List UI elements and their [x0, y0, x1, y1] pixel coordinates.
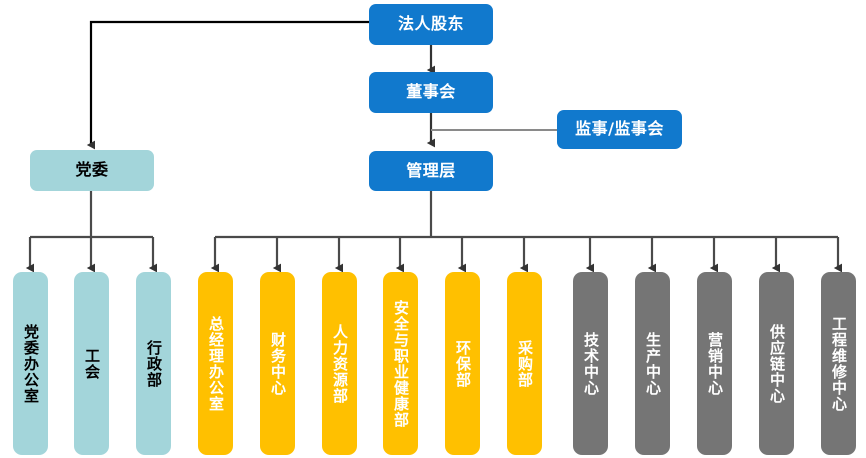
node-safety-health-dept-label: 安全与职业健康部	[392, 299, 410, 428]
node-production-center[interactable]: 生产中心	[635, 272, 670, 455]
node-admin-dept-label: 行政部	[145, 339, 163, 388]
node-board-label: 董事会	[406, 82, 456, 102]
node-party-committee[interactable]: 党委	[30, 150, 154, 191]
node-gm-office[interactable]: 总经理办公室	[198, 272, 233, 455]
node-management[interactable]: 管理层	[369, 151, 493, 191]
node-shareholder-label: 法人股东	[397, 14, 464, 34]
node-labor-union-label: 工会	[83, 347, 101, 380]
node-party-committee-label: 党委	[75, 160, 109, 180]
node-supervisor-label: 监事/监事会	[575, 119, 664, 139]
node-board[interactable]: 董事会	[369, 72, 493, 113]
node-finance-center-label: 财务中心	[269, 331, 287, 396]
node-marketing-center-label: 营销中心	[706, 331, 724, 396]
node-environment-dept[interactable]: 环保部	[445, 272, 480, 455]
node-marketing-center[interactable]: 营销中心	[697, 272, 732, 455]
node-gm-office-label: 总经理办公室	[207, 315, 225, 412]
node-labor-union[interactable]: 工会	[74, 272, 109, 455]
node-finance-center[interactable]: 财务中心	[260, 272, 295, 455]
node-technology-center-label: 技术中心	[582, 331, 600, 396]
node-management-label: 管理层	[406, 160, 456, 180]
node-production-center-label: 生产中心	[644, 331, 662, 396]
node-environment-dept-label: 环保部	[454, 339, 472, 388]
node-party-office[interactable]: 党委办公室	[13, 272, 48, 455]
node-engineering-maintenance-center-label: 工程维修中心	[830, 315, 848, 412]
node-safety-health-dept[interactable]: 安全与职业健康部	[383, 272, 418, 455]
node-hr-dept[interactable]: 人力资源部	[322, 272, 357, 455]
node-shareholder[interactable]: 法人股东	[369, 4, 493, 45]
node-admin-dept[interactable]: 行政部	[136, 272, 171, 455]
node-supervisor[interactable]: 监事/监事会	[557, 110, 682, 149]
node-procurement-dept-label: 采购部	[516, 339, 534, 388]
node-party-office-label: 党委办公室	[22, 323, 40, 404]
node-technology-center[interactable]: 技术中心	[573, 272, 608, 455]
node-supply-chain-center[interactable]: 供应链中心	[759, 272, 794, 455]
node-engineering-maintenance-center[interactable]: 工程维修中心	[821, 272, 856, 455]
node-procurement-dept[interactable]: 采购部	[507, 272, 542, 455]
node-hr-dept-label: 人力资源部	[331, 323, 349, 404]
node-supply-chain-center-label: 供应链中心	[768, 323, 786, 404]
